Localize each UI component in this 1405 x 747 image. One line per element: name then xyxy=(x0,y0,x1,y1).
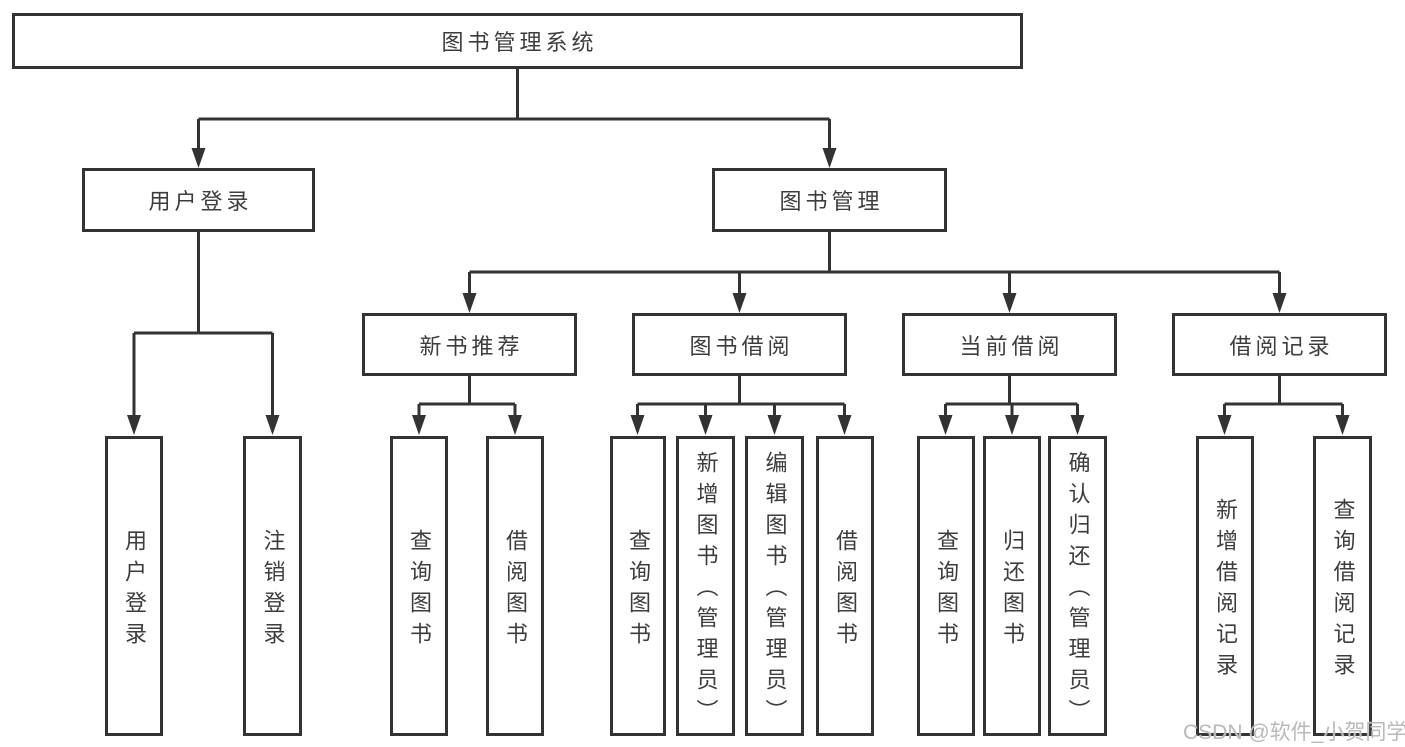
node-query-books-current: 查询图书 xyxy=(917,436,975,736)
node-add-borrow-record: 新增借阅记录 xyxy=(1196,436,1254,736)
arrowhead-icon xyxy=(698,415,713,435)
arrowhead-icon xyxy=(1002,293,1017,313)
node-label: 查询借阅记录 xyxy=(1330,497,1356,684)
node-add-book-admin: 新增图书（管理员） xyxy=(676,436,735,736)
node-query-books-recommend: 查询图书 xyxy=(390,436,448,736)
connector-bookborrow-to-leaves xyxy=(636,376,846,419)
arrowhead-icon xyxy=(508,415,522,435)
connector-bookmgmt-to-level3 xyxy=(468,232,1281,297)
node-query-books-borrowing: 查询图书 xyxy=(610,436,666,736)
node-label: 用户登录 xyxy=(122,528,147,653)
node-label: 归还图书 xyxy=(1000,528,1025,653)
node-label: 借阅图书 xyxy=(833,528,858,653)
arrowhead-icon xyxy=(127,415,141,435)
arrowhead-icon xyxy=(732,293,747,313)
node-borrow-books-recommend: 借阅图书 xyxy=(486,436,544,736)
node-logout-leaf: 注销登录 xyxy=(243,436,302,736)
arrowhead-icon xyxy=(630,415,645,435)
node-confirm-return-admin: 确认归还（管理员） xyxy=(1048,436,1107,736)
arrowhead-icon xyxy=(837,415,852,435)
arrowhead-icon xyxy=(462,293,477,313)
node-book-management: 图书管理 xyxy=(712,168,947,232)
node-root: 图书管理系统 xyxy=(12,13,1023,69)
connector-root-to-level2 xyxy=(197,69,831,152)
arrowhead-icon xyxy=(412,415,426,435)
node-book-borrowing: 图书借阅 xyxy=(632,313,847,376)
node-label: 查询图书 xyxy=(626,528,651,653)
node-user-login-leaf: 用户登录 xyxy=(105,436,163,736)
node-label: 新增图书（管理员） xyxy=(693,451,719,730)
arrowhead-icon xyxy=(265,415,280,435)
connector-userlogin-to-leaves xyxy=(132,232,274,419)
node-edit-book-admin: 编辑图书（管理员） xyxy=(745,436,804,736)
arrowhead-icon xyxy=(1272,293,1287,313)
connector-currentborrow-to-leaves xyxy=(944,376,1079,419)
connector-borrowrecords-to-leaves xyxy=(1223,376,1344,419)
node-current-borrowing: 当前借阅 xyxy=(902,313,1117,376)
node-label: 新增借阅记录 xyxy=(1213,497,1238,684)
arrowhead-icon xyxy=(191,148,206,168)
connector-newbook-to-leaves xyxy=(417,376,517,419)
arrowhead-icon xyxy=(767,415,782,435)
node-borrowing-records: 借阅记录 xyxy=(1172,313,1387,376)
arrowhead-icon xyxy=(938,415,953,435)
node-query-borrow-record: 查询借阅记录 xyxy=(1313,436,1372,736)
node-new-book-recommend: 新书推荐 xyxy=(362,313,577,376)
node-label: 借阅图书 xyxy=(503,528,528,653)
node-label: 注销登录 xyxy=(260,528,286,653)
node-label: 编辑图书（管理员） xyxy=(762,451,788,730)
node-user-login: 用户登录 xyxy=(82,168,315,232)
arrowhead-icon xyxy=(1005,415,1019,435)
arrowhead-icon xyxy=(1217,415,1232,435)
arrowhead-icon xyxy=(1335,415,1350,435)
arrowhead-icon xyxy=(1070,415,1085,435)
arrowhead-icon xyxy=(822,148,837,168)
node-label: 查询图书 xyxy=(934,528,959,653)
node-label: 查询图书 xyxy=(407,528,432,653)
node-borrow-books-borrowing: 借阅图书 xyxy=(816,436,874,736)
node-return-books: 归还图书 xyxy=(983,436,1041,736)
node-label: 确认归还（管理员） xyxy=(1065,451,1091,730)
csdn-watermark: CSDN @软件_小贺同学 xyxy=(1183,721,1405,744)
